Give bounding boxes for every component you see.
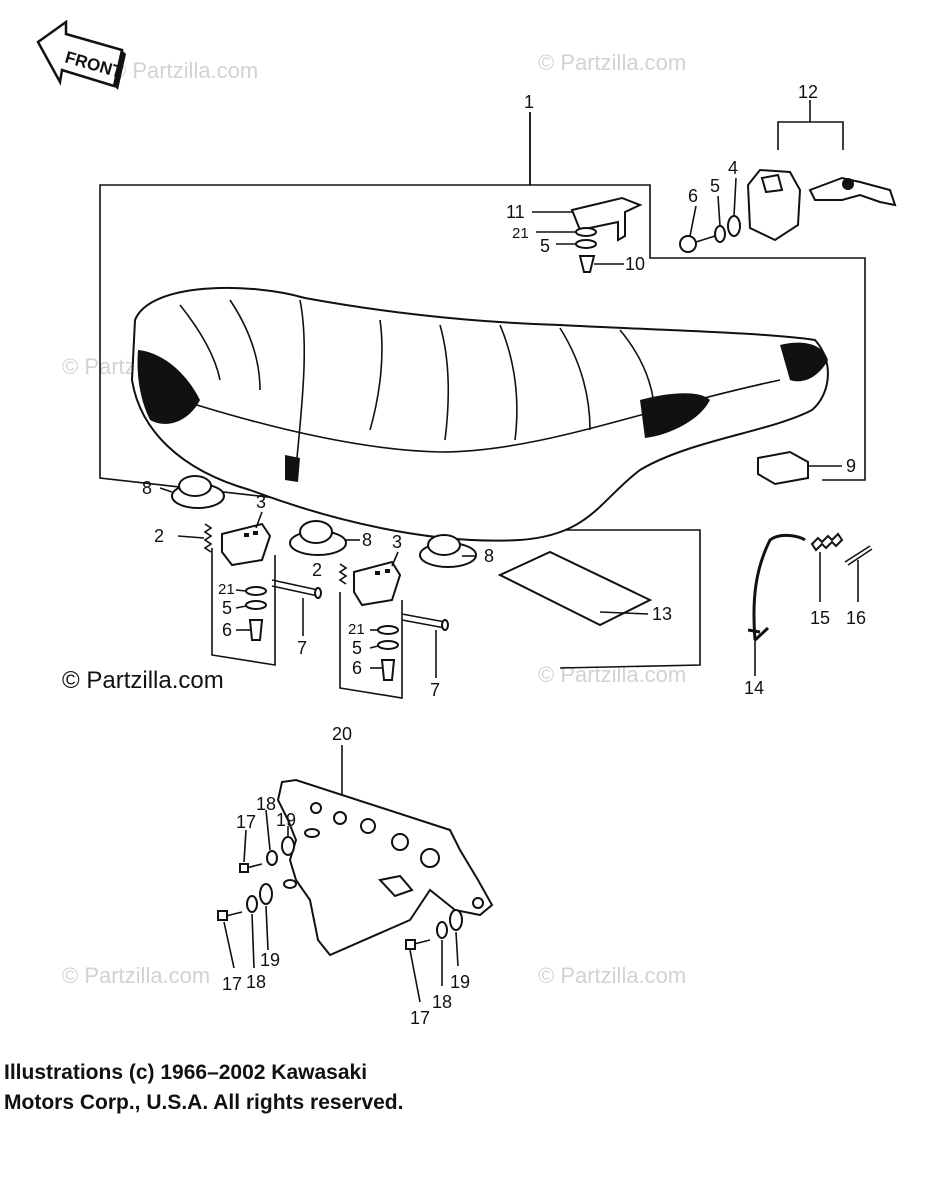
- watermark-bottom-left: © Partzilla.com: [62, 963, 210, 988]
- mount-plate-20-icon: [276, 778, 494, 957]
- callout-21: 21: [512, 225, 529, 242]
- copyright-line-2: Motors Corp., U.S.A. All rights reserved…: [4, 1091, 404, 1114]
- watermark-main: © Partzilla.com: [62, 667, 224, 694]
- callout-6: 6: [688, 186, 698, 206]
- hinge-3-icon: [221, 522, 402, 607]
- watermark-bottom-right: © Partzilla.com: [538, 963, 686, 988]
- copyright-line-1: Illustrations (c) 1966–2002 Kawasaki: [4, 1061, 368, 1084]
- callout-20: 20: [332, 724, 352, 744]
- callout-8: 8: [484, 546, 494, 566]
- callout-1: 1: [524, 92, 534, 112]
- callout-7: 7: [297, 638, 307, 658]
- callout-14: 14: [744, 678, 764, 698]
- callout-3: 3: [256, 492, 266, 512]
- callout-6: 6: [352, 658, 362, 678]
- callout-17: 17: [222, 974, 242, 994]
- spring-2-icon: [203, 523, 348, 585]
- lock-bolt-icon: [679, 215, 741, 253]
- callout-3: 3: [392, 532, 402, 552]
- leader-lines: [159, 112, 859, 1003]
- callout-19: 19: [260, 950, 280, 970]
- callout-5: 5: [540, 236, 550, 256]
- callout-13: 13: [652, 604, 672, 624]
- rubber-block-9-icon: [757, 450, 809, 486]
- callout-17: 17: [410, 1008, 430, 1028]
- callout-16: 16: [846, 608, 866, 628]
- callout-18: 18: [256, 794, 276, 814]
- callout-2: 2: [312, 560, 322, 580]
- callout-5: 5: [352, 638, 362, 658]
- front-arrow-icon: FRONT: [36, 19, 126, 90]
- watermark-top-left: © Partzilla.com: [110, 58, 258, 83]
- callout-17: 17: [236, 812, 256, 832]
- callout-8: 8: [362, 530, 372, 550]
- callout-7: 7: [430, 680, 440, 700]
- callout-labels: 1 12 11 21 5 10 6 5 4 8 3 2 8 3 2 8 9 21…: [142, 82, 866, 1028]
- catch-rod-14-icon: [747, 532, 873, 642]
- callout-11: 11: [506, 202, 525, 222]
- bolt-washer-set-icon: [217, 836, 463, 950]
- seat-lock-icon: [746, 100, 897, 242]
- callout-2: 2: [154, 526, 164, 546]
- rubber-cushion-8-icon: [171, 475, 477, 568]
- callout-9: 9: [846, 456, 856, 476]
- callout-5: 5: [222, 598, 232, 618]
- callout-18: 18: [432, 992, 452, 1012]
- callout-19: 19: [276, 810, 296, 830]
- bracket-11-icon: [570, 196, 643, 273]
- callout-4: 4: [728, 158, 738, 178]
- callout-10: 10: [625, 254, 645, 274]
- label-plate-13-icon: [497, 550, 653, 627]
- hinge-fastener-left-icon: [211, 548, 322, 666]
- callout-8: 8: [142, 478, 152, 498]
- callout-21: 21: [348, 621, 365, 638]
- watermark-top-right: © Partzilla.com: [538, 50, 686, 75]
- seat-illustration: [130, 286, 829, 542]
- callout-21: 21: [218, 581, 235, 598]
- callout-12: 12: [798, 82, 818, 102]
- callout-5: 5: [710, 176, 720, 196]
- callout-6: 6: [222, 620, 232, 640]
- hinge-fastener-right-icon: [339, 592, 449, 699]
- copyright-footer: Illustrations (c) 1966–2002 Kawasaki Mot…: [4, 1058, 604, 1118]
- callout-15: 15: [810, 608, 830, 628]
- callout-19: 19: [450, 972, 470, 992]
- callout-18: 18: [246, 972, 266, 992]
